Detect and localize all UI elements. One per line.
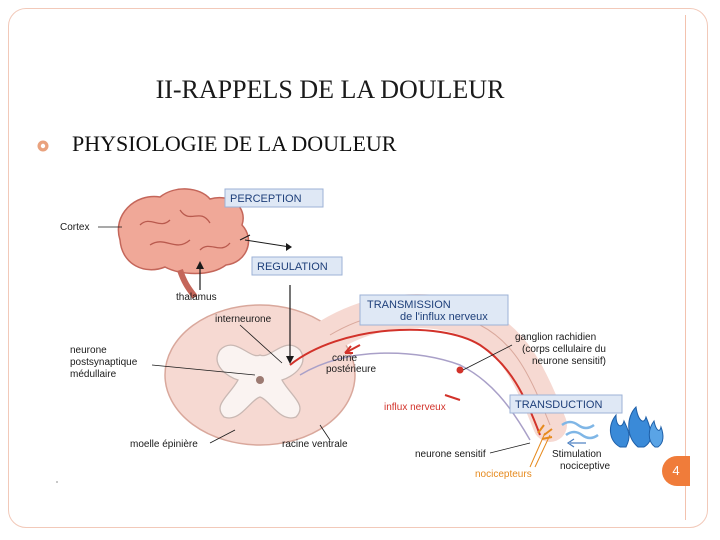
label-moelle: moelle épinière — [130, 439, 198, 450]
label-thalamus: thalamus — [176, 292, 217, 303]
svg-text:TRANSMISSION: TRANSMISSION — [367, 299, 451, 311]
transduction-box: TRANSDUCTION — [509, 394, 623, 414]
decorative-dot — [56, 481, 58, 483]
svg-text:de l'influx nerveux: de l'influx nerveux — [400, 311, 488, 323]
label-neurone-sensitif: neurone sensitif — [415, 449, 486, 460]
label-stimulation: Stimulation — [552, 449, 601, 460]
bullet-flower-icon — [37, 140, 49, 152]
label-interneurone: interneurone — [215, 314, 272, 325]
slide-edge-rule — [685, 15, 686, 520]
svg-text:TRANSDUCTION: TRANSDUCTION — [515, 399, 602, 411]
nociceptor-endings — [537, 424, 553, 440]
label-cortex: Cortex — [60, 222, 89, 233]
slide-frame — [8, 8, 708, 528]
label-influx: influx nerveux — [384, 402, 446, 413]
bullet-text: PHYSIOLOGIE DE LA DOULEUR — [72, 131, 397, 156]
pain-physiology-diagram: PERCEPTION REGULATION TRANSMISSION de l'… — [60, 185, 665, 485]
spinal-cord-section — [164, 304, 356, 446]
perception-box: PERCEPTION — [224, 188, 324, 208]
slide-title: II-RAPPELS DE LA DOULEUR — [155, 75, 505, 104]
page-number-badge: 4 — [662, 456, 690, 486]
brain-illustration — [117, 188, 250, 299]
label-ganglion: ganglion rachidien — [515, 332, 596, 343]
transmission-box: TRANSMISSION de l'influx nerveux — [359, 294, 509, 326]
label-postsynaptique: postsynaptique — [70, 357, 138, 368]
label-nociceptive: nociceptive — [560, 461, 610, 472]
label-corne: corne — [332, 353, 357, 364]
label-posterieure: postérieure — [326, 364, 376, 375]
label-medullaire: médullaire — [70, 369, 117, 380]
label-ganglion-3: neurone sensitif) — [532, 356, 606, 367]
label-nocicepteurs: nocicepteurs — [475, 469, 532, 480]
label-ganglion-2: (corps cellulaire du — [522, 344, 606, 355]
label-neurone: neurone — [70, 345, 107, 356]
svg-text:REGULATION: REGULATION — [257, 261, 328, 273]
pathway-arrows — [196, 234, 294, 364]
regulation-box: REGULATION — [251, 256, 343, 276]
svg-text:PERCEPTION: PERCEPTION — [230, 193, 302, 205]
flame-icon — [610, 405, 664, 448]
label-racine: racine ventrale — [282, 439, 348, 450]
stimulation-waves-icon — [561, 420, 599, 448]
